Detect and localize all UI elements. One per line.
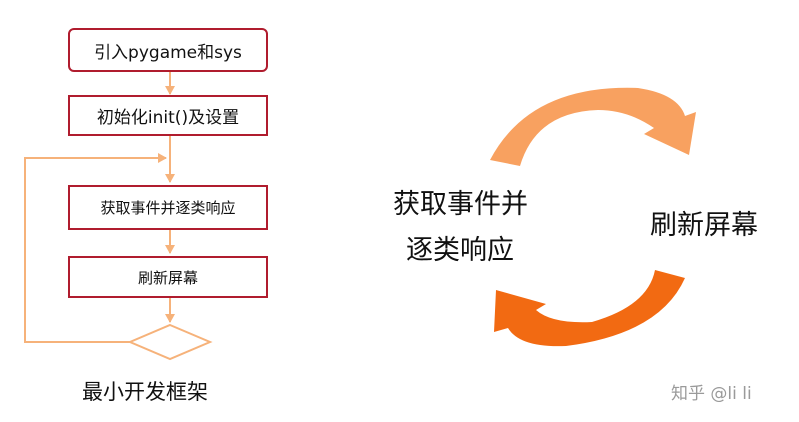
cycle-arrow-bottom xyxy=(494,270,685,347)
flow-step-import: 引入pygame和sys xyxy=(68,28,268,72)
flow-step-events: 获取事件并逐类响应 xyxy=(68,185,268,230)
watermark-text: 知乎 @li li xyxy=(671,384,752,404)
flow-step-import-label: 引入pygame和sys xyxy=(94,42,242,63)
flowchart-caption: 最小开发框架 xyxy=(82,380,208,404)
cycle-label-events-line-1: 获取事件并 xyxy=(393,189,528,220)
loop-back-connector xyxy=(24,153,167,343)
flow-step-events-label: 获取事件并逐类响应 xyxy=(100,199,236,217)
flow-step-init: 初始化init()及设置 xyxy=(68,95,268,136)
flow-step-init-label: 初始化init()及设置 xyxy=(96,108,240,128)
cycle-label-refresh: 刷新屏幕 xyxy=(650,210,758,241)
cycle-arrow-top xyxy=(490,87,696,166)
cycle-label-events-line-2: 逐类响应 xyxy=(406,235,514,266)
decision-diamond xyxy=(127,323,213,361)
flow-step-refresh-label: 刷新屏幕 xyxy=(137,268,198,287)
flow-step-refresh: 刷新屏幕 xyxy=(68,256,268,298)
